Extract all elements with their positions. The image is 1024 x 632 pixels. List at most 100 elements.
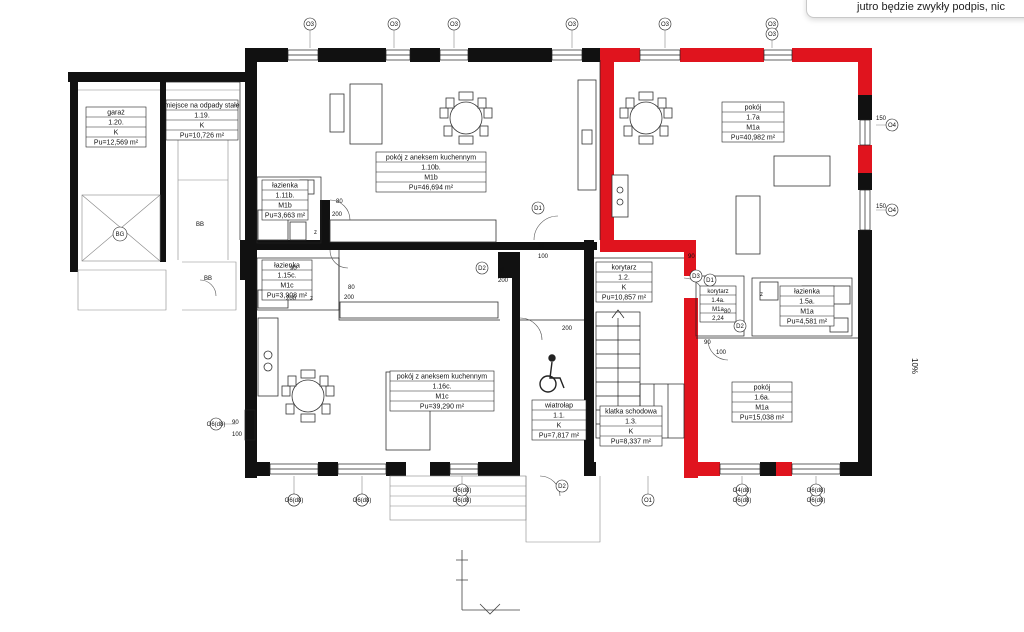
room-type: K [200, 123, 205, 130]
window-tag: O4 [885, 203, 899, 217]
entrance-ramp [389, 475, 601, 543]
window-tag-label: O6(d8) [453, 498, 472, 504]
window-tag: O4 [885, 118, 899, 132]
door-tag: D1 [703, 273, 717, 287]
room-number: 1.20. [108, 120, 124, 127]
dimension-label: 90 [232, 420, 239, 426]
room-type: M1a [746, 125, 760, 132]
dimension-label: 100 [716, 350, 727, 356]
window-tag: O4(d8) [733, 483, 751, 497]
room-name: korytarz [612, 265, 637, 272]
window-tag-label: O3 [661, 22, 670, 28]
room-number: 1.4a. [711, 298, 725, 304]
door-tag-label: D2 [478, 266, 486, 272]
dimension-label: 200 [344, 295, 355, 301]
sofas [329, 83, 831, 451]
door-tag-label: D3 [692, 274, 700, 280]
room-number: 1.11b. [276, 193, 295, 200]
window-tag-label: O4 [888, 208, 897, 214]
room-name: korytarz [707, 289, 728, 295]
room-name: klatka schodowa [605, 409, 657, 416]
dining-table-116c [281, 369, 335, 423]
room-number: 1.6a. [754, 395, 770, 402]
room-number: 1.3. [625, 419, 637, 426]
window-tag: O3 [447, 17, 461, 31]
window-tag: O3 [387, 17, 401, 31]
dimension-label: 100 [232, 432, 243, 438]
window-tag: O6(d8) [807, 483, 826, 497]
room-area: Pu=3,908 m² [267, 293, 308, 300]
dimension-label: 150 [876, 204, 887, 210]
room-name: pokój z aneksem kuchennym [386, 155, 476, 162]
window-tag: O1 [641, 493, 655, 507]
room-number: 1.19. [194, 113, 210, 120]
room-area: Pu=10,857 m² [602, 295, 647, 302]
window-tag-label: O3 [306, 22, 315, 28]
window-door-tags: O3O3O3O3O3O3O3O4O4O2O2O6(d8)O6(d8)O6(d8)… [112, 17, 899, 507]
room-type: M1a [800, 309, 814, 316]
dimension-label: 90 [538, 244, 545, 250]
room-number: 1.15c. [277, 273, 296, 280]
room-name: łazienka [274, 263, 300, 270]
room-type: K [622, 285, 627, 292]
room-name: miejsce na odpady stałe [164, 103, 239, 110]
window-tag-label: O3 [768, 32, 777, 38]
window-tag-label: O3 [768, 22, 777, 28]
dimension-label: 200 [332, 212, 343, 218]
window-tag-label: O3 [390, 22, 399, 28]
room-label-pokoj-110b: pokój z aneksem kuchennym1.10b.M1bPu=46,… [375, 151, 487, 193]
window-tag-label: O4 [888, 123, 897, 129]
window-tag-label: O6(d8) [353, 498, 372, 504]
window-tag-label: O6(d8) [207, 422, 226, 428]
dimension-label: 80 [348, 285, 355, 291]
highlighted-walls [600, 48, 872, 478]
room-label-korytarz-14a: korytarz 1.4a. M1a 2,24 [699, 285, 737, 323]
door-tag-label: D1 [534, 206, 542, 212]
door-tag-label: D2 [558, 484, 566, 490]
room-type: K [629, 429, 634, 436]
dimension-label: 80 [498, 268, 505, 274]
room-label-pokoj-116c: pokój z aneksem kuchennym1.16c.M1cPu=39,… [389, 370, 495, 412]
room-type: M1a [712, 307, 724, 313]
kitchen-counters [257, 79, 629, 397]
window-tag-label: O3 [568, 22, 577, 28]
room-area: Pu=10,726 m² [180, 133, 225, 140]
fixture-mark: z [314, 230, 317, 236]
room-area: Pu=4,581 m² [787, 319, 828, 326]
window-tag-label: O6(d8) [807, 488, 826, 494]
window-tag: O3 [303, 17, 317, 31]
dimension-label: 90 [290, 266, 297, 272]
window-tag: O6(d8) [207, 417, 226, 431]
room-label-klatka: klatka schodowa 1.3. K Pu=8,337 m² [599, 405, 663, 447]
windows [244, 49, 871, 475]
window-tag-label: O3 [450, 22, 459, 28]
room-area: Pu=39,290 m² [420, 404, 465, 411]
door-tag: D3 [689, 269, 703, 283]
window-tag: O3 [765, 27, 779, 41]
door-tag: D2 [555, 479, 569, 493]
room-area: Pu=7,817 m² [539, 433, 580, 440]
room-name: pokój [754, 385, 771, 392]
room-area: Pu=3,663 m² [265, 213, 306, 220]
room-area: Pu=15,038 m² [740, 415, 785, 422]
dimension-label: 80 [724, 309, 731, 315]
room-area: Pu=8,337 m² [611, 439, 652, 446]
room-number: 1.5a. [799, 299, 815, 306]
window-tag: O3 [658, 17, 672, 31]
room-area: Pu=46,694 m² [409, 185, 454, 192]
room-label-odpady: miejsce na odpady stałe 1.19. K Pu=10,726 m… [164, 99, 240, 141]
window-tag: O6(d8) [353, 493, 372, 507]
room-area: 2,24 [712, 316, 724, 322]
room-number: 1.16c. [432, 384, 451, 391]
door-tag: D2 [733, 319, 747, 333]
door-tag: D2 [475, 261, 489, 275]
garage-gate-label: BG [116, 232, 125, 238]
